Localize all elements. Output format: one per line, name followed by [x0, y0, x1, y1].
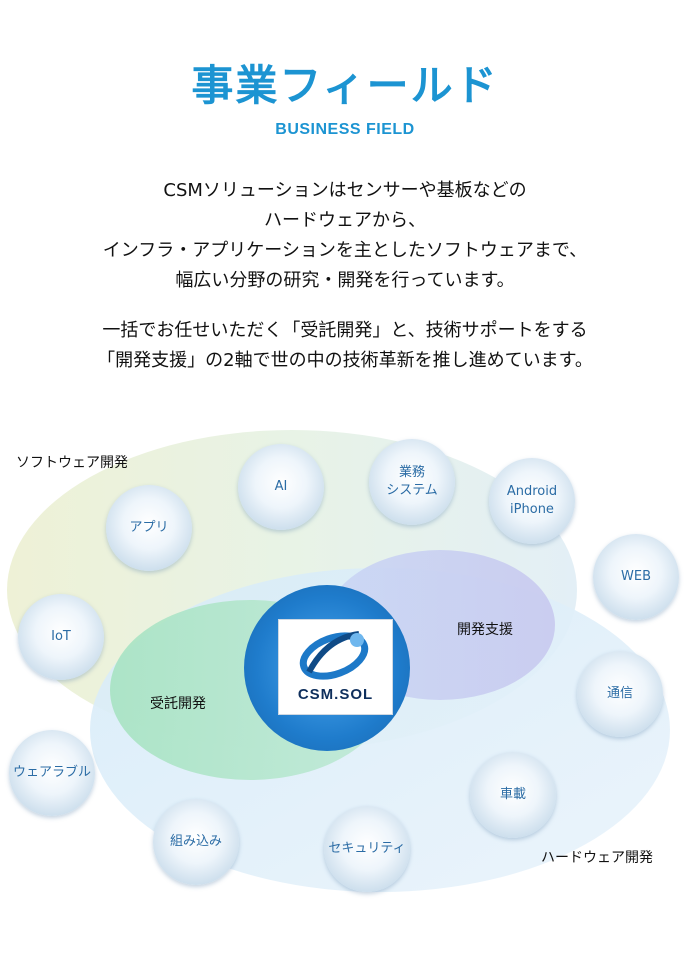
intro-line: CSMソリューションはセンサーや基板などの — [163, 180, 527, 201]
page-title: 事業フィールド — [191, 61, 499, 110]
bubble-iot: IoT — [18, 594, 104, 680]
logo-text: CSM.SOL — [297, 686, 374, 703]
bubble-wearable: ウェアラブル — [9, 730, 95, 816]
bubble-app: アプリ — [106, 485, 192, 571]
bubble-embedded: 組み込み — [153, 799, 239, 885]
bubble-web: WEB — [593, 534, 679, 620]
business-field-diagram: ソフトウェア開発 ハードウェア開発 受託開発 開発支援 CSM.SOL アプリ … — [0, 400, 690, 920]
intro-line: 「開発支援」の2軸で世の中の技術革新を推し進めています。 — [97, 350, 593, 371]
bubble-android-iphone: Android iPhone — [489, 458, 575, 544]
software-development-label: ソフトウェア開発 — [16, 455, 128, 471]
logo-mark-icon — [299, 631, 369, 680]
hardware-development-label: ハードウェア開発 — [541, 850, 653, 866]
bubble-business-system: 業務 システム — [369, 439, 455, 525]
page-subtitle: BUSINESS FIELD — [275, 121, 415, 138]
intro-paragraph-2: 一括でお任せいただく「受託開発」と、技術サポートをする 「開発支援」の2軸で世の… — [0, 316, 690, 376]
intro-line: 一括でお任せいただく「受託開発」と、技術サポートをする — [102, 320, 588, 341]
intro-line: 幅広い分野の研究・開発を行っています。 — [175, 270, 515, 291]
contract-development-label: 受託開発 — [150, 696, 206, 712]
bubble-telecom: 通信 — [577, 651, 663, 737]
development-support-label: 開発支援 — [457, 622, 513, 638]
intro-line: ハードウェアから、 — [264, 210, 426, 231]
company-logo: CSM.SOL — [278, 619, 393, 715]
bubble-automotive: 車載 — [470, 752, 556, 838]
intro-paragraph-1: CSMソリューションはセンサーや基板などの ハードウェアから、 インフラ・アプリ… — [0, 176, 690, 296]
bubble-ai: AI — [238, 444, 324, 530]
intro-line: インフラ・アプリケーションを主としたソフトウェアまで、 — [102, 240, 588, 261]
bubble-security: セキュリティ — [324, 806, 410, 892]
